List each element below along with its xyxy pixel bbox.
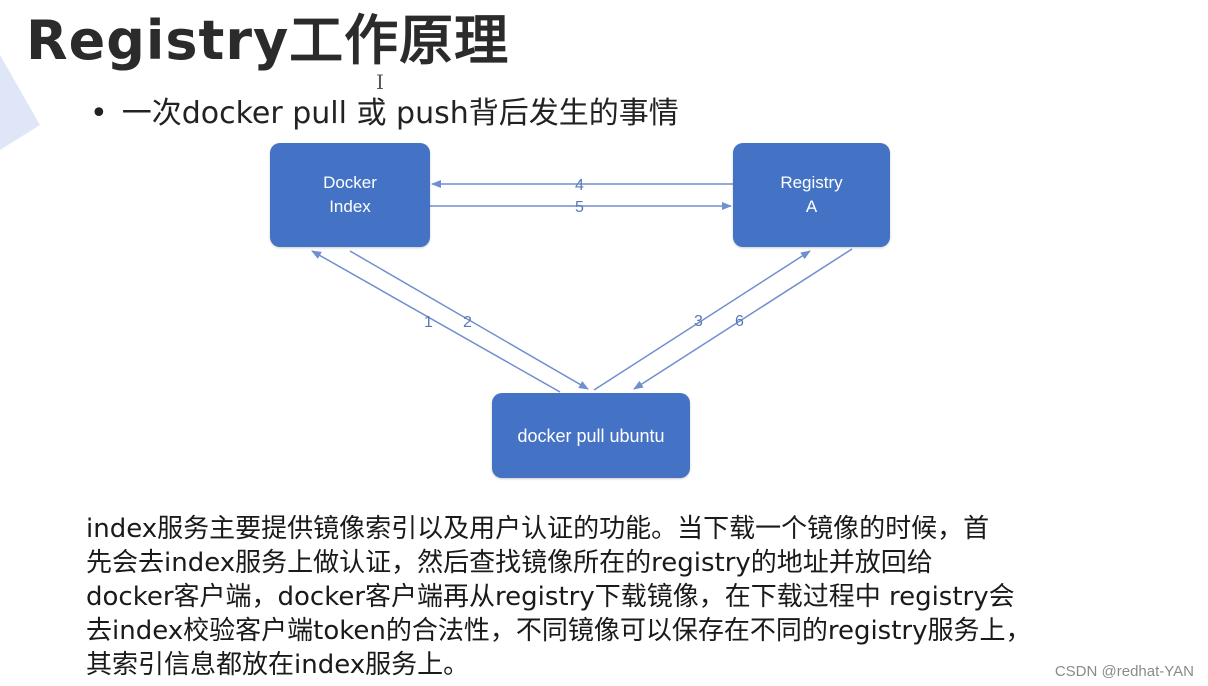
bullet-text: 一次docker pull 或 push背后发生的事情 xyxy=(121,96,679,131)
arrow-label-6: 6 xyxy=(735,313,744,330)
arrow-1 xyxy=(311,250,561,393)
arrow-6 xyxy=(633,248,853,390)
registry-line2: A xyxy=(805,197,818,216)
arrow-label-1: 1 xyxy=(424,314,433,331)
arrow-label-5: 5 xyxy=(575,199,584,216)
arrow-3 xyxy=(593,250,811,391)
arrow-label-2: 2 xyxy=(463,314,472,331)
paragraph-line-4: 去index校验客户端token的合法性，不同镜像可以保存在不同的registr… xyxy=(86,616,1032,646)
paragraph-line-1: index服务主要提供镜像索引以及用户认证的功能。当下载一个镜像的时候，首 xyxy=(86,514,990,544)
page-title: Registry工作原理 xyxy=(26,9,510,72)
arrow-label-4: 4 xyxy=(575,177,584,194)
explanation-paragraph: index服务主要提供镜像索引以及用户认证的功能。当下载一个镜像的时候，首 先会… xyxy=(86,512,1196,682)
corner-decoration xyxy=(0,55,40,150)
paragraph-line-3: docker客户端，docker客户端再从registry下载镜像，在下载过程中… xyxy=(86,582,1015,612)
text-cursor-icon: I xyxy=(376,70,384,94)
client-label: docker pull ubuntu xyxy=(517,425,665,446)
csdn-watermark: CSDN @redhat-YAN xyxy=(1054,663,1194,680)
arrow-label-3: 3 xyxy=(694,313,703,330)
registry-a-node: Registry A xyxy=(733,143,890,247)
bullet-dot: • xyxy=(90,96,108,131)
bullet-point: • 一次docker pull 或 push背后发生的事情 xyxy=(90,88,679,132)
registry-line1: Registry xyxy=(780,173,843,192)
arrow-2 xyxy=(349,250,589,390)
docker-index-node: Docker Index xyxy=(270,143,430,247)
paragraph-line-2: 先会去index服务上做认证，然后查找镜像所在的registry的地址并放回给 xyxy=(86,548,933,578)
docker-index-line1: Docker xyxy=(323,173,377,192)
docker-index-line2: Index xyxy=(329,197,371,216)
docker-client-node: docker pull ubuntu xyxy=(492,393,690,478)
paragraph-line-5: 其索引信息都放在index服务上。 xyxy=(86,650,470,680)
